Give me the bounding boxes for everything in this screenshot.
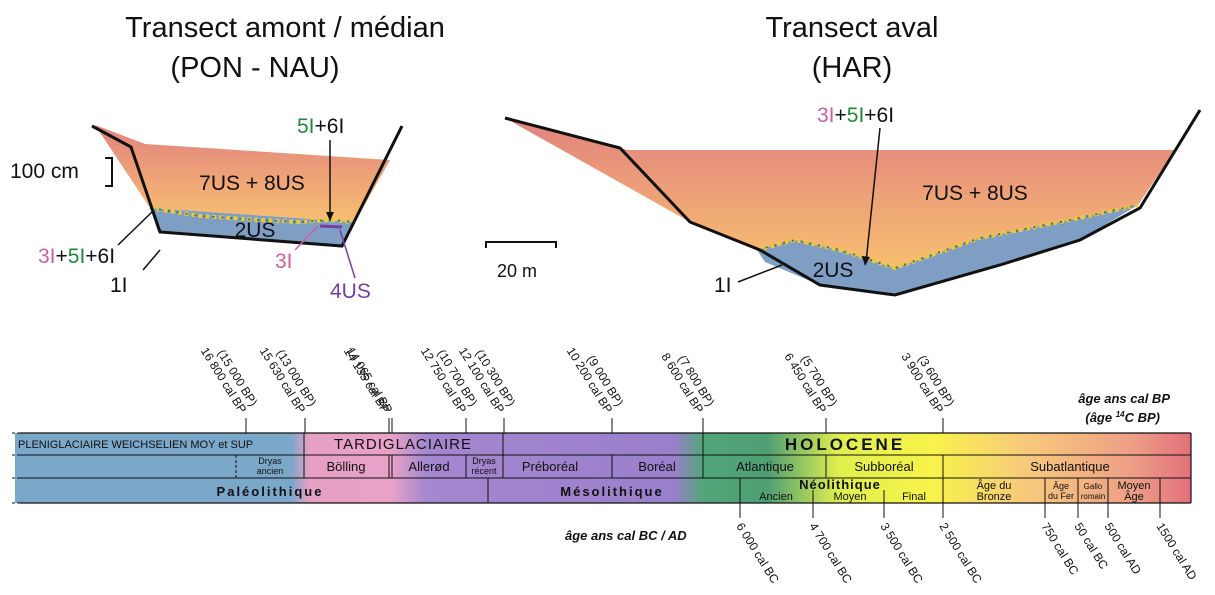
label-tardiglaciaire: TARDIGLACIAIRE — [334, 436, 472, 453]
left-4us-lens — [319, 224, 343, 229]
right-scale-label: 20 m — [497, 261, 537, 281]
left-upper-fill — [95, 125, 390, 222]
label-boreal: Boréal — [638, 459, 676, 474]
timeline: PLENIGLACIAIRE WEICHSELIEN MOY et SUP TA… — [12, 391, 1192, 543]
label-moyen-age-1: Moyen — [1117, 480, 1150, 492]
label-paleolithique: Paléolithique — [217, 484, 324, 499]
label-gallo-romain-1: Gallo — [1084, 482, 1103, 491]
top-axis-label-line2: (âge 14C BP) — [1085, 410, 1160, 425]
right-title-line1: Transect aval — [766, 12, 939, 44]
left-pink-label: 3I — [275, 250, 293, 273]
left-base-label: 1I — [110, 274, 128, 297]
label-dryas-recent-1: Dryas — [472, 456, 496, 466]
label-dryas-ancien-2: ancien — [257, 466, 284, 476]
left-dotted-horizon — [149, 206, 356, 225]
bottom-axis-label: âge ans cal BC / AD — [565, 528, 687, 543]
label-age-bronze-2: Bronze — [977, 491, 1012, 503]
left-title-line1: Transect amont / médian — [125, 12, 445, 44]
bottom-tick-label: 6 000 cal BC — [733, 520, 781, 586]
left-base-arrow — [142, 249, 161, 271]
label-gallo-romain-2: romain — [1081, 492, 1105, 501]
left-top-annotation: 5I+6I — [297, 115, 344, 138]
right-top-arrow — [865, 127, 881, 263]
left-pink-arrow — [294, 225, 319, 251]
label-moyen-age-2: Âge — [1124, 490, 1144, 503]
label-neolithique-final: Final — [902, 491, 926, 503]
right-channel-outline — [504, 109, 1202, 297]
left-horizon-arrow — [117, 211, 153, 246]
label-age-fer-2: du Fer — [1048, 491, 1074, 501]
right-lower-label: 2US — [813, 259, 854, 282]
left-purple-label: 4US — [330, 280, 371, 303]
right-top-annotation: 3I+5I+6I — [817, 104, 894, 127]
label-atlantique: Atlantique — [736, 459, 794, 474]
top-tick-label: 15 630 cal BP(13 000 BP) — [257, 338, 319, 416]
label-dryas-ancien-1: Dryas — [258, 456, 282, 466]
bottom-tick-label: 4 700 cal BC — [806, 520, 854, 586]
top-tick-label: 6 450 cal BP(5 700 BP) — [781, 344, 840, 416]
right-upper-label: 7US + 8US — [922, 182, 1028, 205]
label-allerod: Allerød — [408, 459, 449, 474]
label-neolithique: Néolithique — [799, 477, 881, 492]
left-purple-arrow — [339, 229, 356, 279]
bottom-tick-label: 3 500 cal BC — [877, 520, 925, 586]
bottom-tick-label: 500 cal AD — [1101, 520, 1144, 577]
label-age-bronze-1: Âge du — [977, 479, 1012, 492]
right-top-arrowhead — [862, 256, 870, 266]
left-cross-section: 100 cm 7US + 8US 2US 5I+6I 3I+5I+6I 1I 3… — [10, 115, 404, 303]
right-title-line2: (HAR) — [812, 52, 893, 84]
right-upper-fill — [505, 118, 1175, 268]
label-preboreal: Préboréal — [522, 459, 578, 474]
top-tick-label: 10 200 cal BP(9 000 BP) — [564, 338, 626, 416]
left-channel-outline — [91, 124, 404, 248]
label-subboreal: Subboréal — [854, 459, 913, 474]
top-tick-label: 16 800 cal BP(15 000 BP) — [198, 338, 260, 416]
label-pleniglaciaire: PLENIGLACIAIRE WEICHSELIEN MOY et SUP — [18, 439, 253, 451]
right-base-arrow — [737, 264, 783, 283]
top-tick-group: 16 800 cal BP(15 000 BP)15 630 cal BP(13… — [198, 338, 957, 433]
label-holocene: HOLOCENE — [785, 435, 905, 454]
label-dryas-recent-2: récent — [471, 466, 497, 476]
timeline-background — [15, 433, 1191, 503]
left-scale-bracket — [105, 157, 113, 187]
left-scale-label: 100 cm — [10, 160, 79, 183]
left-top-arrowhead — [326, 212, 334, 221]
bottom-tick-label: 1500 cal AD — [1153, 520, 1199, 583]
label-subatlantique: Subatlantique — [1030, 459, 1110, 474]
right-dotted-horizon-green — [756, 204, 1139, 270]
top-tick-label: 14 065 cal BP — [344, 345, 395, 416]
bottom-tick-label: 2 500 cal BC — [936, 520, 984, 586]
scale-bar-20m: 20 m — [485, 241, 557, 281]
left-lower-label: 2US — [235, 219, 276, 242]
top-tick-label: 3 900 cal BP(3 600 BP) — [898, 344, 957, 416]
label-neolithique-moyen: Moyen — [833, 491, 866, 503]
top-axis-label-line1: âge ans cal BP — [1078, 391, 1170, 406]
label-age-fer-1: Âge — [1053, 481, 1069, 491]
top-tick-label: 8 600 cal BP(7 800 BP) — [658, 344, 717, 416]
label-neolithique-ancien: Ancien — [759, 491, 793, 503]
right-base-label: 1I — [714, 274, 732, 297]
left-horizon-annotation: 3I+5I+6I — [38, 245, 115, 268]
left-title-line2: (PON - NAU) — [170, 52, 339, 84]
left-upper-label: 7US + 8US — [199, 172, 305, 195]
label-mesolithique: Mésolithique — [560, 484, 663, 499]
label-bolling: Bölling — [326, 459, 365, 474]
right-cross-section: 7US + 8US 2US 3I+5I+6I 1I — [504, 104, 1202, 297]
